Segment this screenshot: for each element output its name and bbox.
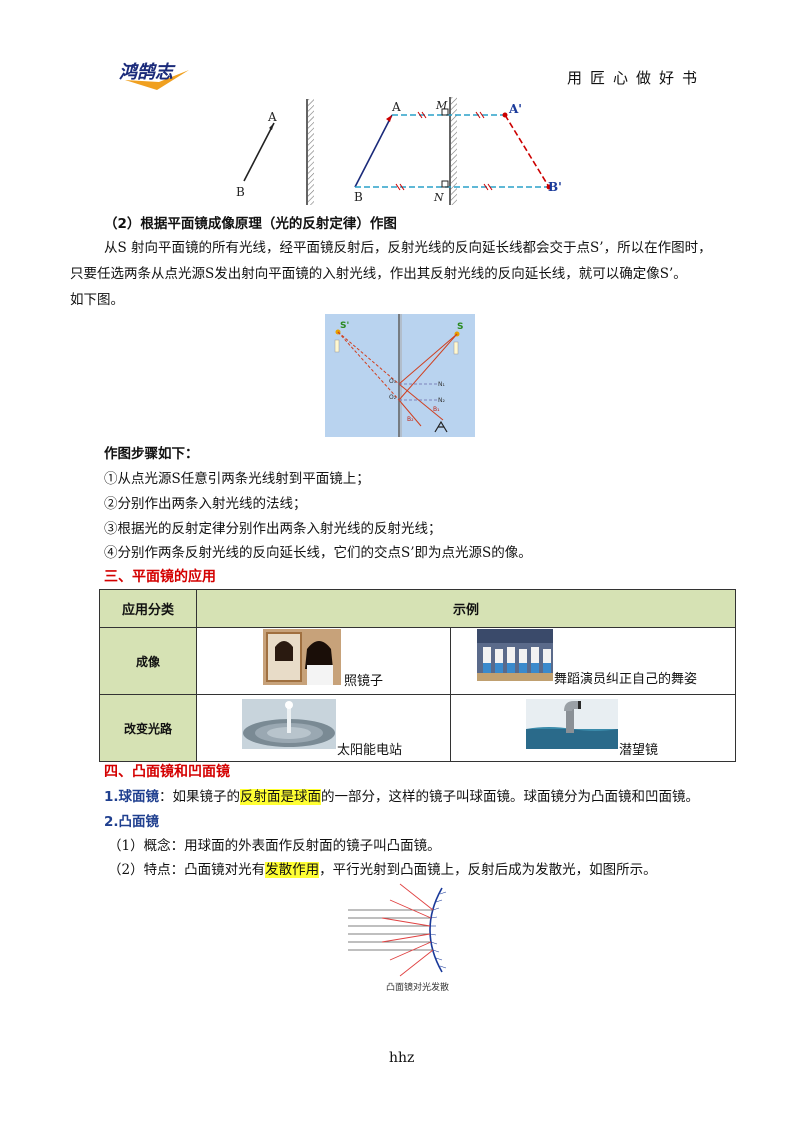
publisher-logo: 鸿鹄志 (119, 62, 189, 90)
label-N1: N₁ (438, 381, 445, 388)
header-examples: 示例 (196, 589, 736, 628)
row-category-change-light-path: 改变光路 (99, 694, 197, 762)
header-category: 应用分类 (99, 589, 197, 628)
label-O1: O₁ (389, 378, 397, 385)
convex-mirror-label: 2.凸面镜 (104, 814, 160, 830)
example-dancers-caption: 舞蹈演员纠正自己的舞姿 (554, 672, 698, 687)
label-S-prime: S' (340, 321, 349, 331)
example-mirror-caption: 照镜子 (344, 674, 384, 689)
highlight-reflective-sphere: 反射面是球面 (240, 789, 322, 805)
spherical-mirror-definition: 1.球面镜：如果镜子的反射面是球面的一部分，这样的镜子叫球面镜。球面镜分为凸面镜… (104, 789, 700, 805)
section-2-paragraph-line-3: 如下图。 (70, 292, 124, 308)
example-cell: 舞蹈演员纠正自己的舞姿 (450, 627, 736, 695)
example-cell: 太阳能电站 (196, 694, 451, 762)
step-2: ②分别作出两条入射光线的法线； (104, 496, 307, 512)
example-solar-caption: 太阳能电站 (337, 743, 403, 758)
table-row: 改变光路 太阳能电站 (99, 694, 736, 762)
mirror-girl-photo (263, 629, 341, 685)
plane-mirror-applications-table: 应用分类 示例 成像 照镜子 (99, 589, 736, 762)
convex-mirror-concept: （1）概念：用球面的外表面作反射面的镜子叫凸面镜。 (108, 838, 441, 854)
header-slogan: 用匠心做好书 (567, 69, 706, 87)
label-B: B (236, 185, 245, 199)
example-cell: 潜望镜 (450, 694, 736, 762)
convex-mirror-feature: （2）特点：凸面镜对光有发散作用，平行光射到凸面镜上，反射后成为发散光，如图所示… (108, 862, 657, 878)
label-A-prime: A' (508, 102, 522, 116)
highlight-divergent: 发散作用 (265, 862, 320, 878)
section-2-paragraph-line-1: 从S 射向平面镜的所有光线，经平面镜反射后，反射光线的反向延长线都会交于点S’，… (104, 240, 712, 256)
step-3: ③根据光的反射定律分别作出两条入射光线的反射光线； (104, 521, 442, 537)
mirror-image-construction-figure: A B A M A' B N B' (236, 97, 562, 205)
table-header-row: 应用分类 示例 (99, 589, 736, 628)
label-S: S (457, 322, 463, 332)
label-N2: N₂ (438, 397, 445, 404)
label-B-prime: B' (548, 180, 562, 194)
logo-text: 鸿鹄志 (119, 62, 176, 83)
label-A: A (267, 110, 277, 124)
convex-mirror-divergence-figure: 凸面镜对光发散 (348, 883, 449, 993)
page-footer: hhz (389, 1050, 415, 1066)
example-periscope-caption: 潜望镜 (619, 743, 659, 758)
point-source-image-figure: S' S O₁ N₁ O₂ N₂ B₁ B₂ (325, 314, 475, 437)
section-2-title: （2）根据平面镜成像原理（光的反射定律）作图 (104, 216, 397, 232)
table-row: 成像 照镜子 (99, 627, 736, 695)
spherical-mirror-label: 1.球面镜 (104, 789, 160, 805)
label-B1: B₁ (433, 406, 440, 413)
figure-caption: 凸面镜对光发散 (386, 981, 449, 993)
step-4: ④分别作两条反射光线的反向延长线，它们的交点S’即为点光源S的像。 (104, 545, 532, 561)
section-4-title: 四、凸面镜和凹面镜 (104, 764, 230, 780)
label-O2: O₂ (389, 394, 397, 401)
section-2-paragraph-line-2: 只要任选两条从点光源S发出射向平面镜的入射光线，作出其反射光线的反向延长线，就可… (70, 266, 687, 282)
steps-title: 作图步骤如下： (104, 446, 199, 462)
label-B2-small: B₂ (407, 416, 414, 423)
step-1: ①从点光源S任意引两条光线射到平面镜上； (104, 471, 370, 487)
example-cell: 照镜子 (196, 627, 451, 695)
label-N: N (433, 191, 444, 204)
periscope-photo (526, 699, 618, 749)
label-A2: A (391, 100, 401, 114)
label-B2: B (354, 190, 363, 204)
solar-power-station-photo (242, 699, 336, 749)
dancers-photo (477, 629, 553, 681)
row-category-imaging: 成像 (99, 627, 197, 695)
section-3-title: 三、平面镜的应用 (104, 569, 216, 585)
